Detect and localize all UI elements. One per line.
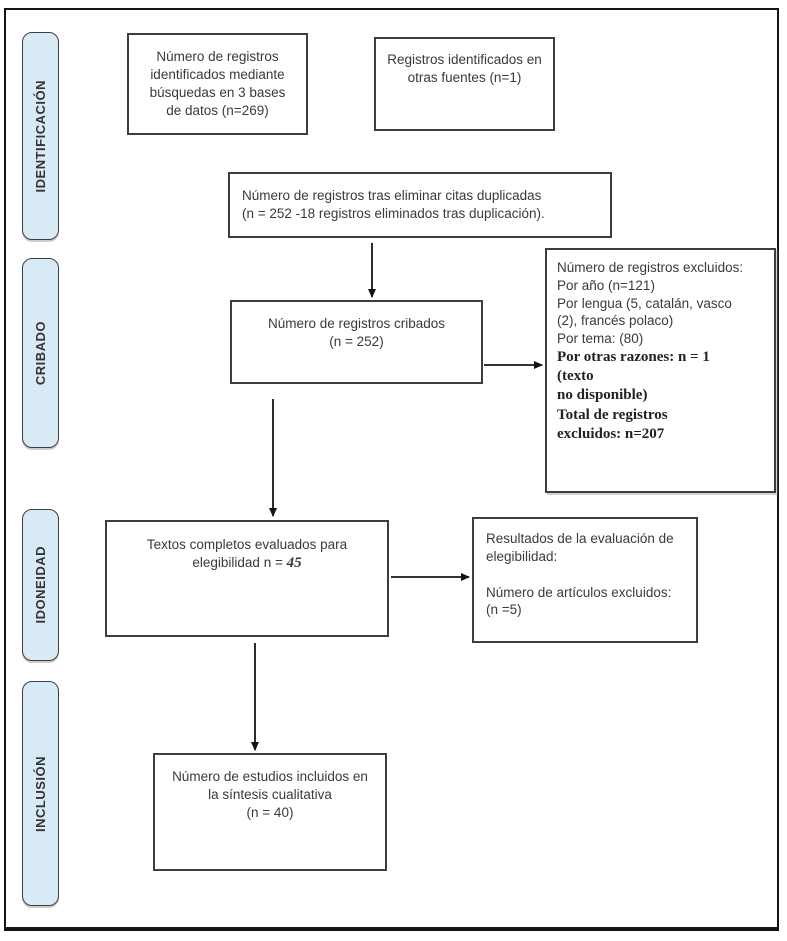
box-line: (n = 252 -18 registros eliminados tras d… — [242, 206, 545, 221]
stage-screening: CRIBADO — [22, 258, 59, 448]
fulltext-n-value: 45 — [286, 554, 302, 571]
stage-identification: IDENTIFICACIÓN — [22, 32, 59, 240]
box-identified-databases: Número de registros identificados median… — [127, 33, 308, 135]
stage-screening-label: CRIBADO — [33, 320, 48, 386]
stage-eligibility-label: IDONEIDAD — [33, 546, 48, 624]
box-included-studies: Número de estudios incluidos en la sínte… — [153, 753, 387, 871]
box-line: de datos (n=269) — [166, 102, 269, 118]
stage-inclusion: INCLUSIÓN — [22, 681, 59, 906]
stage-inclusion-label: INCLUSIÓN — [33, 755, 48, 832]
box-line: elegibilidad: — [486, 548, 558, 564]
box-eligibility-results: Resultados de la evaluación de elegibili… — [472, 517, 698, 643]
box-line: (n = 252) — [329, 333, 384, 349]
box-line: Número de registros excluidos: — [557, 260, 744, 275]
box-line: Registros identificados en — [387, 52, 542, 67]
box-line: Número de registros cribados — [267, 316, 446, 331]
box-line: (2), francés polaco) — [557, 313, 674, 329]
box-line: Número de registros — [156, 49, 279, 65]
box-line-bold: Total de registros — [557, 406, 668, 423]
stage-eligibility: IDONEIDAD — [22, 509, 59, 661]
box-line: Textos completos evaluados para — [146, 537, 348, 552]
box-screened: Número de registros cribados (n = 252) — [230, 300, 483, 384]
box-line: (n = 40) — [246, 804, 294, 820]
box-line-bold: (texto — [557, 368, 594, 385]
blank-line — [486, 566, 684, 584]
box-line: (n =5) — [486, 602, 522, 618]
box-line-bold: Por otras razones: n = 1 — [557, 349, 710, 366]
box-excluded-records: Número de registros excluidos: Por año (… — [545, 248, 776, 493]
box-line: Número de registros tras eliminar citas … — [242, 188, 542, 204]
box-line: Número de artículos excluidos: — [486, 584, 672, 600]
box-line: identificados mediante — [150, 67, 285, 83]
fulltext-prefix: elegibilidad n = — [192, 554, 287, 570]
box-line: búsquedas en 3 bases — [149, 85, 286, 100]
box-other-sources: Registros identificados en otras fuentes… — [374, 37, 555, 131]
box-line-bold: no disponible) — [557, 387, 648, 404]
box-line: Número de estudios incluidos en — [172, 769, 368, 784]
box-line: Por tema: (80) — [557, 331, 644, 347]
box-line: Por lengua (5, catalán, vasco — [557, 295, 732, 311]
box-line-bold: excluidos: n=207 — [557, 425, 665, 442]
box-line: la síntesis cualitativa — [208, 786, 332, 802]
box-line: otras fuentes (n=1) — [407, 69, 522, 85]
box-fulltext-assessed: Textos completos evaluados para elegibil… — [105, 520, 389, 637]
box-line: elegibilidad n = 45 — [107, 554, 387, 574]
box-line: Por año (n=121) — [557, 277, 655, 293]
box-after-duplicates: Número de registros tras eliminar citas … — [228, 172, 612, 238]
box-line: Resultados de la evaluación de — [486, 531, 674, 546]
stage-identification-label: IDENTIFICACIÓN — [33, 79, 48, 193]
